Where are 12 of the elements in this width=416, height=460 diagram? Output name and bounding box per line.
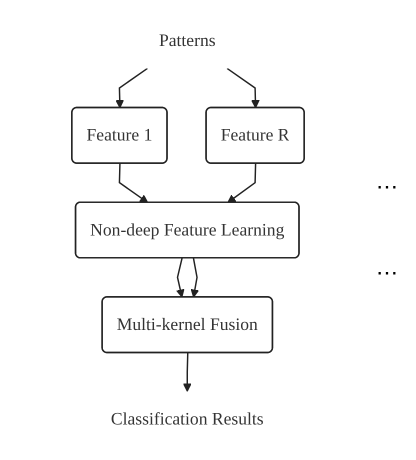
arrow xyxy=(226,68,260,108)
node-text: Classification Results xyxy=(110,409,264,429)
arrow xyxy=(182,352,192,392)
ellipsis-mark: ⋯ xyxy=(376,174,399,200)
arrow xyxy=(227,164,256,204)
node-text: Patterns xyxy=(158,30,216,50)
arrow xyxy=(190,258,200,298)
flowchart: Patterns Feature 1 Feature R Non-deep Feature Learning Multi-kernel Fusion Classification Results xyxy=(0,5,376,455)
ellipsis-mark: ⋯ xyxy=(376,260,399,286)
arrow xyxy=(115,68,148,108)
arrow xyxy=(118,164,148,204)
arrow xyxy=(176,258,184,298)
